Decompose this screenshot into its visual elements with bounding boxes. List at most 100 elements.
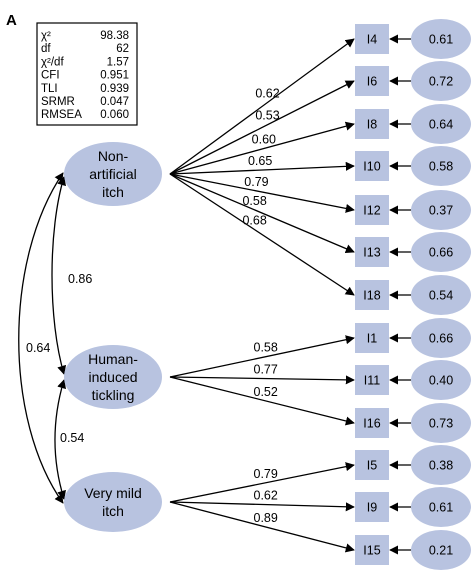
loading-label: 0.65 — [248, 154, 272, 168]
indicator-box — [355, 24, 389, 54]
fit-stat-value: 0.939 — [100, 83, 129, 95]
error-variance-label: 0.38 — [429, 459, 453, 473]
loading-path — [169, 335, 355, 378]
error-variance-label: 0.61 — [429, 501, 453, 515]
loading-label: 0.58 — [242, 194, 266, 208]
fit-stat-value: 0.047 — [100, 96, 129, 108]
error-variance-ellipse — [411, 530, 471, 570]
fit-stat-label: CFI — [41, 70, 60, 82]
error-variance-ellipse — [411, 275, 471, 315]
error-variance-label: 0.54 — [429, 289, 453, 303]
indicator-box — [355, 492, 389, 522]
loading-path — [169, 121, 355, 175]
factor-label: itch — [102, 503, 124, 519]
error-variance-ellipse — [411, 318, 471, 358]
loading-label: 0.68 — [242, 214, 266, 228]
loading-label: 0.53 — [255, 109, 279, 123]
indicator-label: I16 — [363, 417, 380, 431]
indicator-box — [355, 280, 389, 310]
indicator-label: I1 — [367, 332, 377, 346]
factor-label: tickling — [92, 387, 135, 403]
factor-label: itch — [102, 184, 124, 200]
fit-stat-label: RMSEA — [41, 109, 82, 121]
fit-stat-label: χ²/df — [41, 56, 64, 68]
error-variance-label: 0.21 — [429, 544, 453, 558]
error-variance-ellipse — [411, 19, 471, 59]
indicator-box — [355, 66, 389, 96]
correlation-label: 0.86 — [68, 272, 92, 286]
loading-path — [169, 501, 355, 553]
latent-factor-ellipse — [64, 345, 162, 409]
loading-label: 0.77 — [254, 363, 278, 377]
indicator-box — [355, 195, 389, 225]
correlation-arc — [18, 172, 64, 504]
indicator-box — [355, 408, 389, 438]
fit-stat-label: df — [41, 43, 51, 55]
fit-statistics-frame — [36, 22, 138, 126]
loading-path — [169, 173, 355, 253]
fit-stat-label: TLI — [41, 83, 58, 95]
fit-stat-value: 0.060 — [100, 109, 129, 121]
indicator-label: I12 — [363, 204, 380, 218]
error-variance-label: 0.40 — [429, 374, 453, 388]
error-variance-ellipse — [411, 146, 471, 186]
factor-label: Non- — [98, 148, 129, 164]
error-variance-label: 0.66 — [429, 332, 453, 346]
fit-stat-value: 0.951 — [100, 70, 129, 82]
indicator-box — [355, 365, 389, 395]
loading-path — [169, 462, 355, 503]
correlation-label-bg — [24, 340, 54, 355]
indicator-label: I15 — [363, 544, 380, 558]
error-variance-ellipse — [411, 487, 471, 527]
indicator-label: I4 — [367, 33, 377, 47]
error-variance-ellipse — [411, 360, 471, 400]
error-variance-ellipse — [411, 445, 471, 485]
loading-path — [169, 173, 355, 213]
indicator-label: I5 — [367, 459, 377, 473]
indicator-box — [355, 237, 389, 267]
error-variance-ellipse — [411, 61, 471, 101]
factor-label: artificial — [89, 166, 136, 182]
error-variance-ellipse — [411, 104, 471, 144]
indicator-box — [355, 450, 389, 480]
indicator-label: I18 — [363, 289, 380, 303]
loading-label: 0.79 — [254, 467, 278, 481]
indicator-label: I8 — [367, 118, 377, 132]
panel-label: A — [6, 12, 17, 29]
error-variance-label: 0.66 — [429, 246, 453, 260]
correlation-label: 0.64 — [26, 341, 50, 355]
indicator-label: I10 — [363, 160, 380, 174]
indicator-box — [355, 323, 389, 353]
loading-path — [169, 173, 355, 296]
loading-label: 0.60 — [252, 133, 276, 147]
factor-label: Very mild — [84, 485, 142, 501]
correlation-label-bg — [58, 430, 88, 445]
loading-path — [169, 501, 355, 512]
loading-path — [169, 161, 355, 175]
error-variance-ellipse — [411, 190, 471, 230]
indicator-box — [355, 151, 389, 181]
loading-path — [169, 38, 355, 175]
loading-label: 0.79 — [244, 175, 268, 189]
indicator-label: I9 — [367, 501, 377, 515]
fit-stat-label: χ² — [41, 30, 51, 42]
loading-label: 0.89 — [254, 511, 278, 525]
loading-path — [169, 376, 355, 426]
error-variance-label: 0.37 — [429, 204, 453, 218]
correlation-label-bg — [66, 271, 96, 286]
indicator-label: I13 — [363, 246, 380, 260]
loading-path — [169, 375, 355, 385]
fit-stat-value: 1.57 — [107, 56, 129, 68]
error-variance-label: 0.58 — [429, 160, 453, 174]
fit-stat-label: SRMR — [41, 96, 75, 108]
indicator-label: I6 — [367, 75, 377, 89]
loading-label: 0.58 — [254, 341, 278, 355]
latent-factor-ellipse — [64, 472, 162, 532]
error-variance-ellipse — [411, 232, 471, 272]
fit-stat-value: 62 — [116, 43, 129, 55]
loading-label: 0.52 — [254, 385, 278, 399]
loading-label: 0.62 — [254, 489, 278, 503]
loading-label: 0.62 — [255, 86, 279, 100]
